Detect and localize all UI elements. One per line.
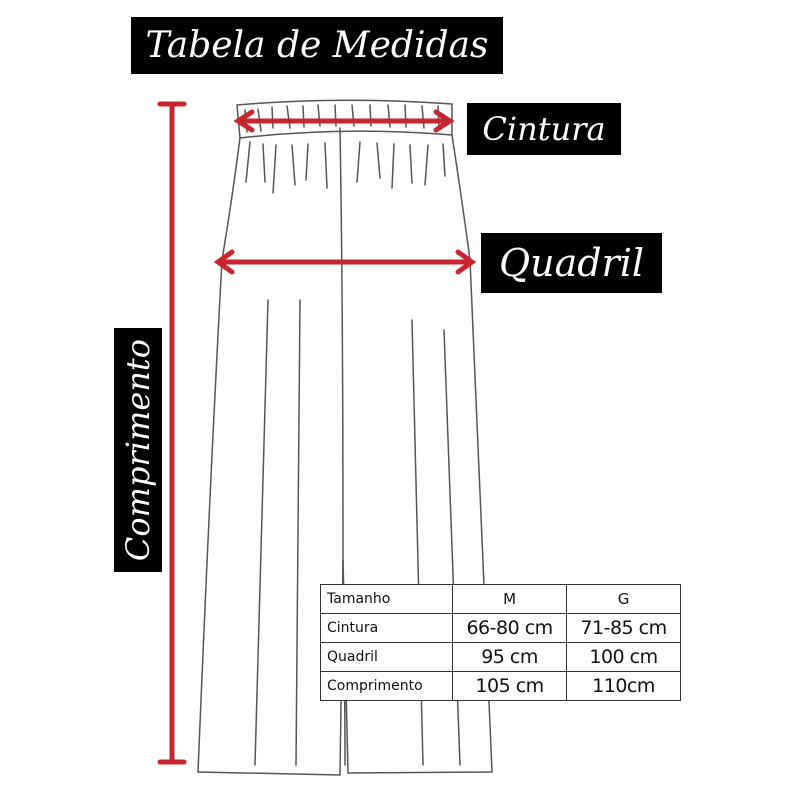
table-cell: 66-80 cm [452,613,568,643]
table-cell: 105 cm [452,671,568,701]
table-cell: Comprimento [319,671,454,701]
size-table: Tamanho M G Cintura 66-80 cm 71-85 cm Qu… [319,584,681,701]
chart-title: Tabela de Medidas [131,17,503,74]
table-cell: 95 cm [452,642,568,672]
table-row: Comprimento 105 cm 110cm [319,671,681,701]
header-cell: M [452,584,568,614]
table-header-row: Tamanho M G [319,584,681,614]
header-cell: Tamanho [319,584,454,614]
comprimento-label-box: Comprimento [114,328,162,572]
table-cell: Cintura [319,613,454,643]
quadril-label: Quadril [481,233,662,293]
table-cell: 110cm [566,671,681,701]
table-row: Cintura 66-80 cm 71-85 cm [319,613,681,643]
table-cell: Quadril [319,642,454,672]
header-cell: G [566,584,681,614]
cintura-label: Cintura [467,103,621,155]
table-cell: 71-85 cm [566,613,681,643]
table-cell: 100 cm [566,642,681,672]
comprimento-label: Comprimento [119,338,157,562]
table-row: Quadril 95 cm 100 cm [319,642,681,672]
